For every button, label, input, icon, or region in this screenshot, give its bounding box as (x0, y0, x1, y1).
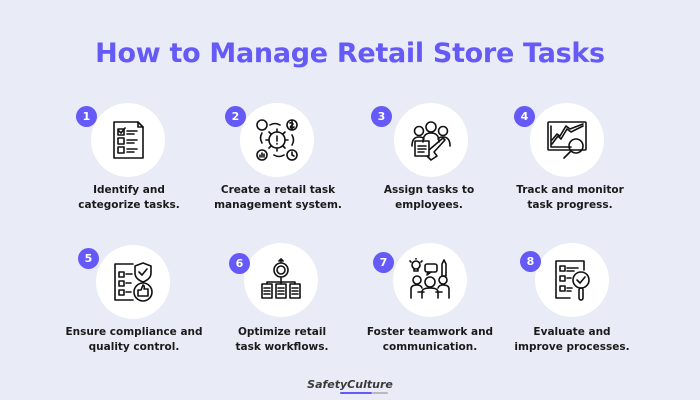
step-6-label-line2: task workflows. (235, 341, 329, 353)
step-1-label-line1: Identify and (93, 184, 165, 196)
step-7-label-line1: Foster teamwork and (366, 326, 494, 338)
step-7-icon-circle (393, 243, 467, 317)
step-7-label: Foster teamwork and communication. (350, 325, 510, 355)
step-3-icon-circle (394, 103, 468, 177)
step-4-icon-circle (530, 103, 604, 177)
step-7-label-line2: communication. (382, 341, 478, 353)
step-7-number-badge: 7 (373, 252, 394, 273)
evaluate-checklist-icon (555, 260, 590, 301)
step-8-icon-circle (535, 243, 609, 317)
step-6-number-badge: 6 (229, 253, 250, 274)
step-2-label-line1: Create a retail task (220, 184, 336, 196)
step-5-icon-circle (96, 245, 170, 319)
step-2-label: Create a retail task management system. (198, 183, 358, 213)
checklist-document-icon (113, 121, 144, 159)
step-4-label-line1: Track and monitor (516, 184, 624, 196)
step-3-label-line2: employees. (395, 199, 463, 211)
step-8-label-line1: Evaluate and (533, 326, 611, 338)
step-4-number-badge: 4 (514, 106, 535, 127)
step-6-label: Optimize retail task workflows. (202, 325, 362, 355)
brand-underline-gray (372, 392, 388, 394)
chart-magnifier-icon (547, 121, 587, 159)
step-1-label-line2: categorize tasks. (78, 199, 180, 211)
gear-cycle-system-icon (256, 119, 298, 161)
step-8-number-badge: 8 (520, 251, 541, 272)
step-6-icon-circle (244, 243, 318, 317)
step-2-number-badge: 2 (225, 106, 246, 127)
step-2-label-line2: management system. (214, 199, 342, 211)
step-5-label-line1: Ensure compliance and (65, 326, 203, 338)
compliance-checklist-icon (114, 262, 153, 302)
brand-logo: SafetyCulture (307, 378, 393, 391)
step-3-label: Assign tasks to employees. (349, 183, 509, 213)
workflow-gear-icon (261, 258, 301, 299)
assign-team-icon (411, 121, 451, 161)
step-5-label: Ensure compliance and quality control. (54, 325, 214, 355)
step-5-number-badge: 5 (78, 248, 99, 269)
step-8-label: Evaluate and improve processes. (492, 325, 652, 355)
teamwork-idea-icon (409, 258, 450, 299)
step-3-number-badge: 3 (371, 106, 392, 127)
step-8-label-line2: improve processes. (514, 341, 630, 353)
step-2-icon-circle (240, 103, 314, 177)
step-4-label: Track and monitor task progress. (490, 183, 650, 213)
step-1-label: Identify and categorize tasks. (49, 183, 209, 213)
step-4-label-line2: task progress. (527, 199, 613, 211)
step-1-icon-circle (91, 103, 165, 177)
page-title: How to Manage Retail Store Tasks (95, 38, 605, 69)
step-5-label-line2: quality control. (88, 341, 180, 353)
step-1-number-badge: 1 (76, 106, 97, 127)
step-6-label-line1: Optimize retail (237, 326, 327, 338)
step-3-label-line1: Assign tasks to (383, 184, 475, 196)
brand-underline-accent (340, 392, 372, 394)
